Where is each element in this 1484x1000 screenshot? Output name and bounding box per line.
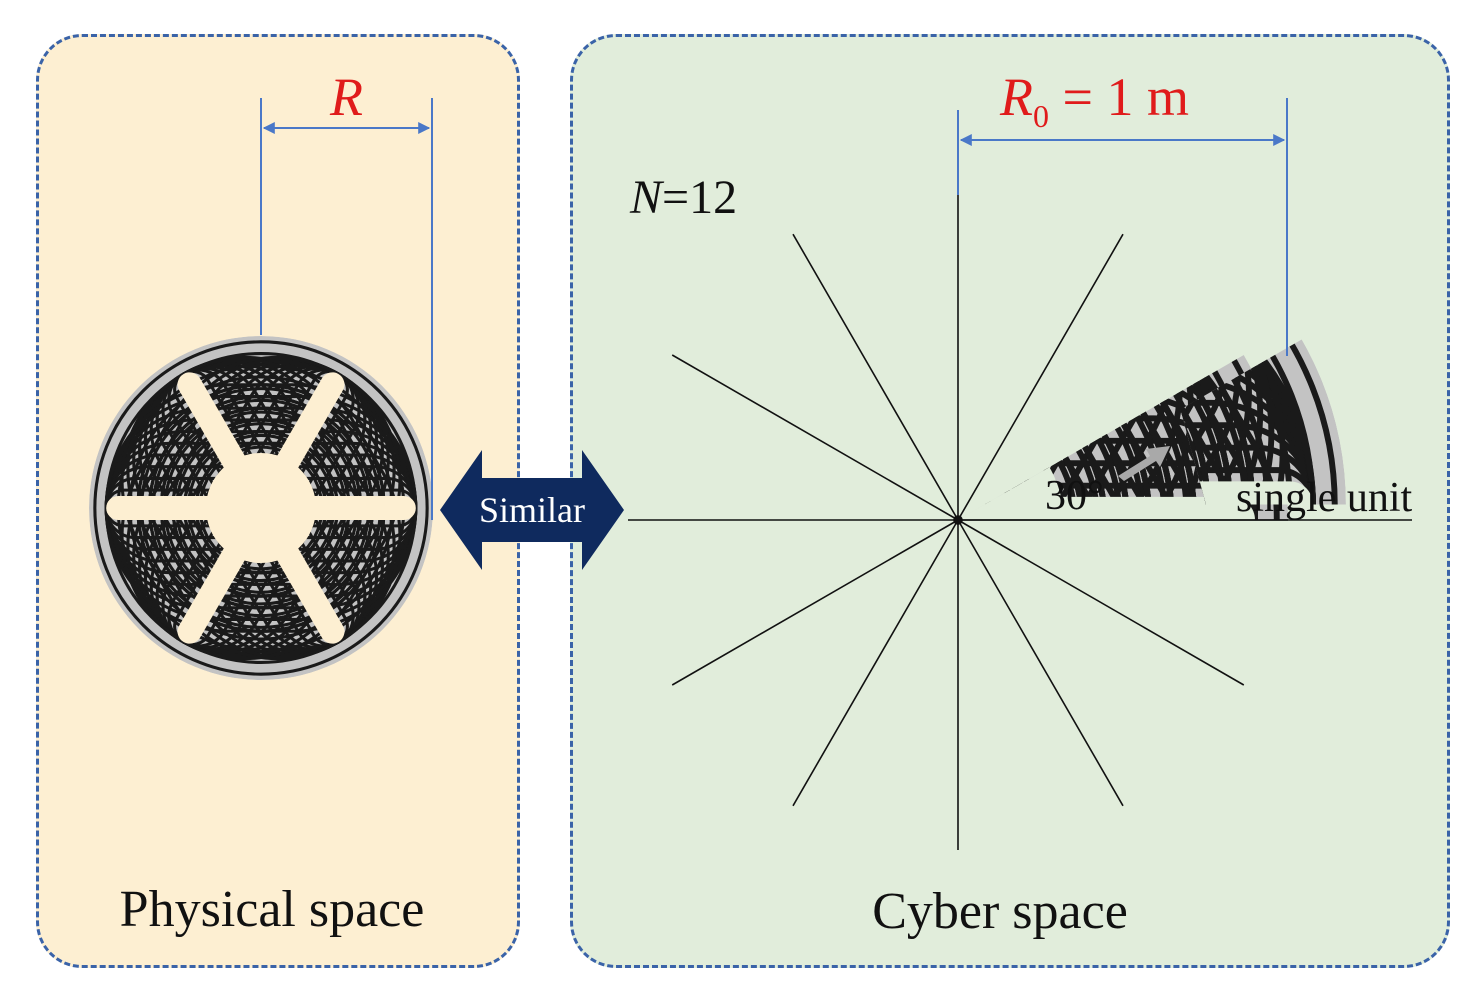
sector-line <box>792 233 959 521</box>
r0-subscript: 0 <box>1033 97 1049 134</box>
similar-double-arrow-icon <box>440 450 624 570</box>
radius-label-r0: R0 = 1 m <box>1000 66 1189 135</box>
physical-metamaterial-pattern <box>89 336 433 680</box>
sector-line <box>957 233 1124 521</box>
rotation-arrow-icon <box>1118 446 1170 481</box>
center-point <box>953 515 963 525</box>
sector-line <box>792 519 959 807</box>
similar-label: Similar <box>479 490 585 530</box>
r0-symbol: R <box>1000 67 1033 127</box>
n-value: =12 <box>662 171 738 224</box>
sector-line <box>957 519 1245 686</box>
sector-line <box>957 519 1124 807</box>
n-symbol: N <box>630 171 663 224</box>
sector-division-lines <box>628 190 1412 850</box>
radius-dimension-physical <box>260 98 433 520</box>
single-unit-label: single unit <box>1236 475 1413 521</box>
sector-count-label: N=12 <box>630 170 737 225</box>
sector-line <box>671 519 959 686</box>
r0-value: = 1 m <box>1049 67 1189 127</box>
cyber-space-caption: Cyber space <box>872 883 1128 940</box>
physical-space-caption: Physical space <box>119 881 425 938</box>
angle-label: 30° <box>1045 473 1104 519</box>
sector-line <box>671 354 959 521</box>
radius-dimension-cyber <box>957 98 1288 356</box>
radius-label-r: R <box>330 67 363 127</box>
